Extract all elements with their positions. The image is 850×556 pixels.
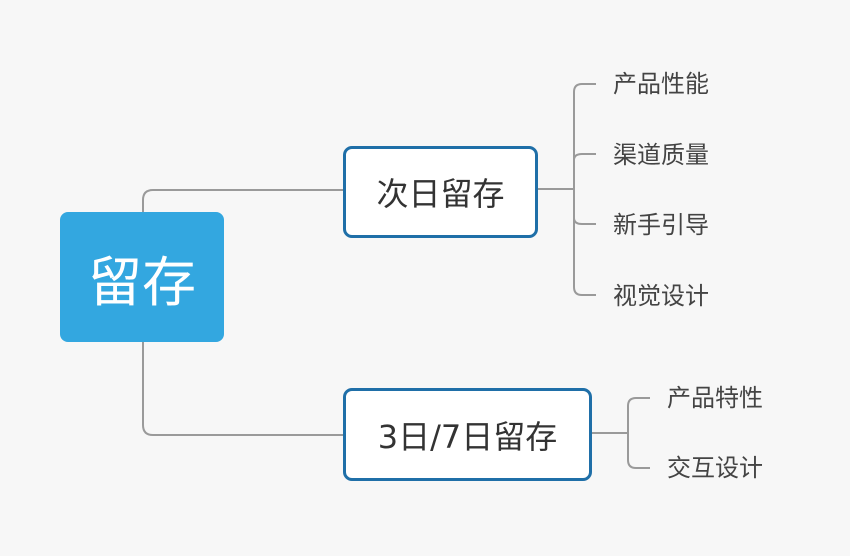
leaf-node[interactable]: 交互设计 bbox=[667, 454, 763, 482]
leaf-node[interactable]: 视觉设计 bbox=[613, 282, 709, 310]
leaf-node[interactable]: 新手引导 bbox=[613, 211, 709, 239]
connector-leaf-2-2 bbox=[627, 459, 650, 469]
connector-leaf-1-1 bbox=[573, 83, 596, 93]
connector-leaf-1-3 bbox=[573, 217, 596, 225]
leaf-node[interactable]: 渠道质量 bbox=[613, 141, 709, 169]
branch-node-3-7-day[interactable]: 3日/7日留存 bbox=[343, 388, 592, 481]
connector-leaf-1-4 bbox=[573, 286, 596, 296]
leaf-node[interactable]: 产品性能 bbox=[613, 70, 709, 98]
branch-node-next-day[interactable]: 次日留存 bbox=[343, 146, 538, 238]
connector-leaf-2-1 bbox=[627, 397, 650, 407]
connector-leaf-1-2 bbox=[573, 153, 596, 161]
leaf-node[interactable]: 产品特性 bbox=[667, 384, 763, 412]
root-node[interactable]: 留存 bbox=[60, 212, 224, 342]
connector-root-branch-2 bbox=[142, 342, 343, 436]
connector-root-branch-1 bbox=[142, 189, 343, 212]
